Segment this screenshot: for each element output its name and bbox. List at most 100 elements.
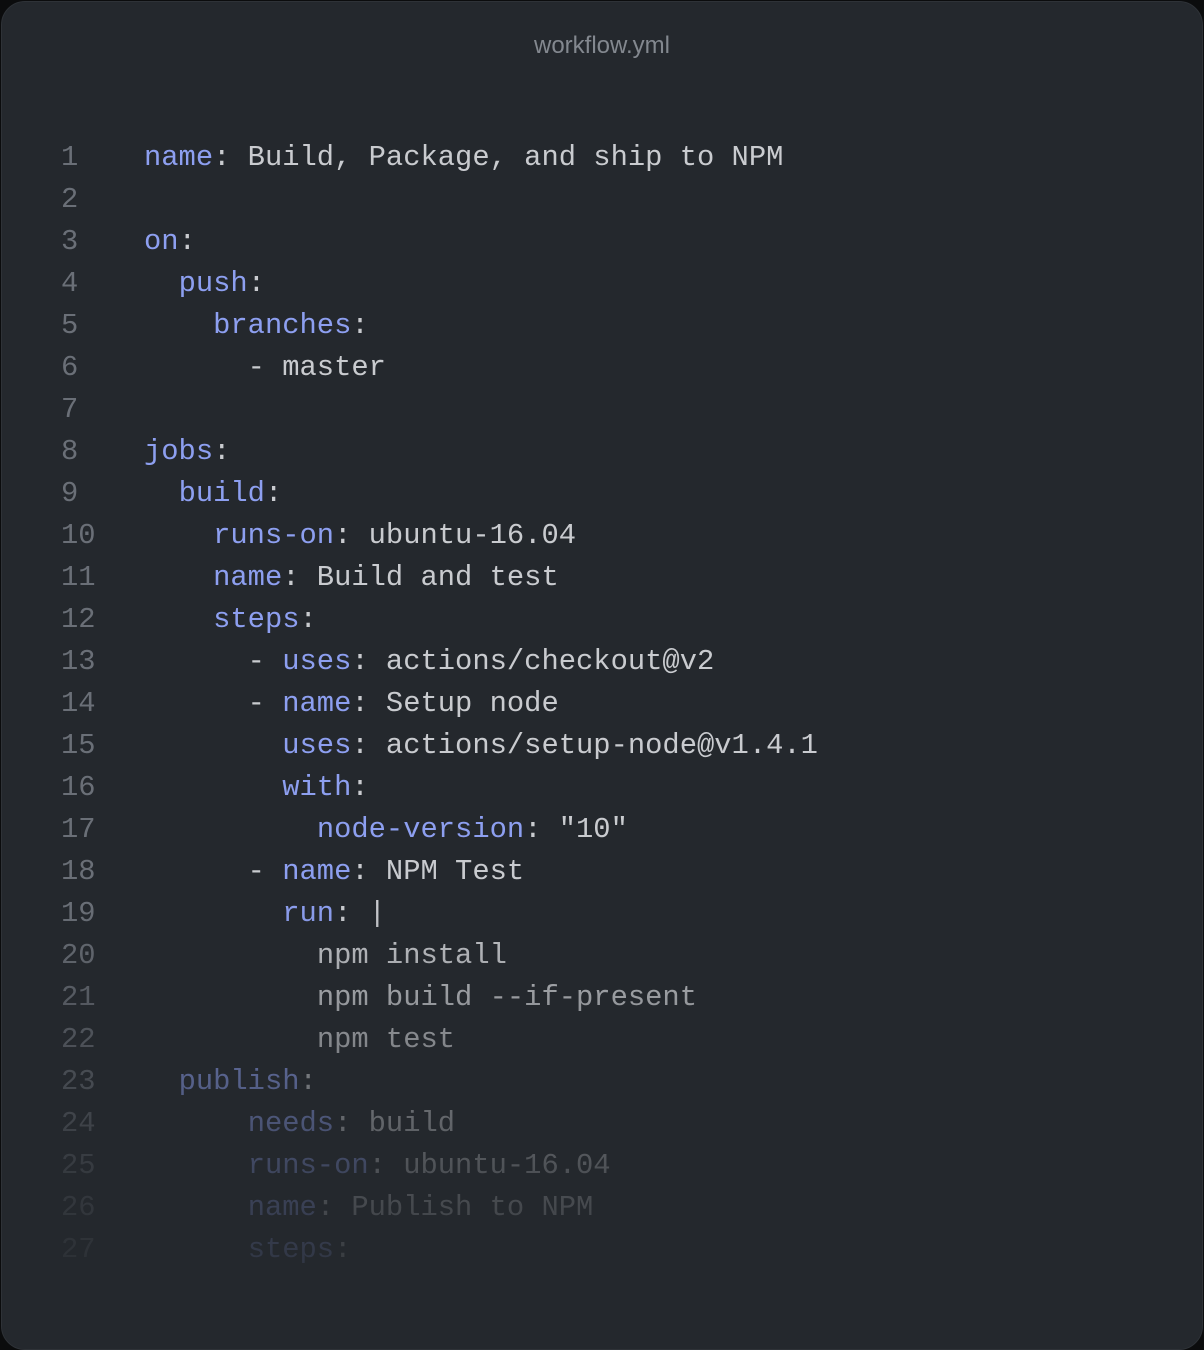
yaml-key: node-version xyxy=(316,813,525,846)
code-line: 15 uses: actions/setup-node@v1.4.1 xyxy=(2,725,1202,767)
yaml-key: runs-on xyxy=(213,519,335,552)
yaml-key: steps xyxy=(247,1233,335,1266)
code-line: 21 npm build --if-present xyxy=(2,977,1202,1019)
code-line: 5 branches: xyxy=(2,305,1202,347)
yaml-key: name xyxy=(282,687,352,720)
yaml-value: | xyxy=(351,897,386,930)
line-number: 4 xyxy=(61,267,79,300)
yaml-value: actions/checkout@v2 xyxy=(368,645,715,678)
line-number: 26 xyxy=(61,1191,96,1224)
yaml-value: Build, Package, and ship to NPM xyxy=(230,141,784,174)
yaml-separator: : xyxy=(351,645,369,678)
yaml-key: name xyxy=(144,141,214,174)
line-prefix: - xyxy=(144,351,283,384)
line-number: 19 xyxy=(61,897,96,930)
line-number: 14 xyxy=(61,687,96,720)
code-line: 27 steps: xyxy=(2,1229,1202,1271)
line-prefix xyxy=(144,519,213,552)
code-line: 26 name: Publish to NPM xyxy=(2,1187,1202,1229)
yaml-separator: : xyxy=(213,435,231,468)
line-prefix xyxy=(144,1149,248,1182)
yaml-key: name xyxy=(282,855,352,888)
line-content: push: xyxy=(144,263,265,305)
code-line: 23 publish: xyxy=(2,1061,1202,1103)
code-line: 12 steps: xyxy=(2,599,1202,641)
line-number: 7 xyxy=(61,393,79,426)
line-content: steps: xyxy=(144,599,317,641)
line-content: branches: xyxy=(144,305,369,347)
code-line: 16 with: xyxy=(2,767,1202,809)
line-content: publish: xyxy=(144,1061,317,1103)
yaml-separator: : xyxy=(213,141,231,174)
code-line: 9 build: xyxy=(2,473,1202,515)
yaml-value: Publish to NPM xyxy=(334,1191,594,1224)
yaml-value: npm test xyxy=(316,1023,456,1056)
line-content: build: xyxy=(144,473,283,515)
yaml-value: npm build --if-present xyxy=(316,981,697,1014)
yaml-key: build xyxy=(178,477,265,510)
line-content: - name: NPM Test xyxy=(144,851,525,893)
yaml-key: push xyxy=(178,267,248,300)
yaml-separator: : xyxy=(524,813,542,846)
yaml-separator: : xyxy=(264,477,283,510)
line-number: 3 xyxy=(61,225,79,258)
line-number: 6 xyxy=(61,351,79,384)
yaml-separator: : xyxy=(334,1233,352,1266)
yaml-key: runs-on xyxy=(247,1149,369,1182)
code-line: 22 npm test xyxy=(2,1019,1202,1061)
line-number: 15 xyxy=(61,729,96,762)
line-number: 17 xyxy=(61,813,96,846)
yaml-value: npm install xyxy=(316,939,507,972)
yaml-key: uses xyxy=(282,729,352,762)
line-prefix xyxy=(144,897,282,930)
yaml-key: with xyxy=(282,771,352,804)
yaml-key: branches xyxy=(213,309,352,342)
line-number: 27 xyxy=(61,1233,96,1266)
code-line: 25 runs-on: ubuntu-16.04 xyxy=(2,1145,1202,1187)
yaml-key: needs xyxy=(247,1107,335,1140)
yaml-separator: : xyxy=(351,771,369,804)
yaml-separator: : xyxy=(299,603,317,636)
yaml-key: run xyxy=(282,897,335,930)
line-content: run: | xyxy=(144,893,386,935)
yaml-value: NPM Test xyxy=(368,855,525,888)
line-prefix xyxy=(144,267,179,300)
line-content: with: xyxy=(144,767,369,809)
line-content: name: Publish to NPM xyxy=(144,1187,594,1229)
line-content: - master xyxy=(144,347,386,389)
line-content: runs-on: ubuntu-16.04 xyxy=(144,515,576,557)
yaml-key: name xyxy=(213,561,283,594)
line-number: 22 xyxy=(61,1023,96,1056)
line-number: 8 xyxy=(61,435,79,468)
yaml-key: jobs xyxy=(144,435,214,468)
yaml-key: publish xyxy=(178,1065,300,1098)
line-prefix xyxy=(144,561,213,594)
line-prefix xyxy=(144,771,282,804)
line-prefix xyxy=(144,729,282,762)
yaml-key: uses xyxy=(282,645,352,678)
yaml-separator: : xyxy=(351,687,369,720)
line-prefix xyxy=(144,981,317,1014)
yaml-separator: : xyxy=(247,267,265,300)
yaml-value: "10" xyxy=(541,813,628,846)
yaml-key: name xyxy=(247,1191,317,1224)
yaml-separator: : xyxy=(334,519,352,552)
yaml-separator: : xyxy=(282,561,300,594)
line-content: name: Build and test xyxy=(144,557,559,599)
line-number: 5 xyxy=(61,309,79,342)
line-number: 10 xyxy=(61,519,96,552)
code-line: 19 run: | xyxy=(2,893,1202,935)
code-line: 20 npm install xyxy=(2,935,1202,977)
line-number: 18 xyxy=(61,855,96,888)
line-content: npm test xyxy=(144,1019,455,1061)
yaml-value: ubuntu-16.04 xyxy=(351,519,577,552)
yaml-separator: : xyxy=(334,897,352,930)
line-content: runs-on: ubuntu-16.04 xyxy=(144,1145,611,1187)
line-content: - name: Setup node xyxy=(144,683,559,725)
yaml-value: actions/setup-node@v1.4.1 xyxy=(368,729,818,762)
yaml-separator: : xyxy=(351,729,369,762)
line-prefix xyxy=(144,1191,248,1224)
